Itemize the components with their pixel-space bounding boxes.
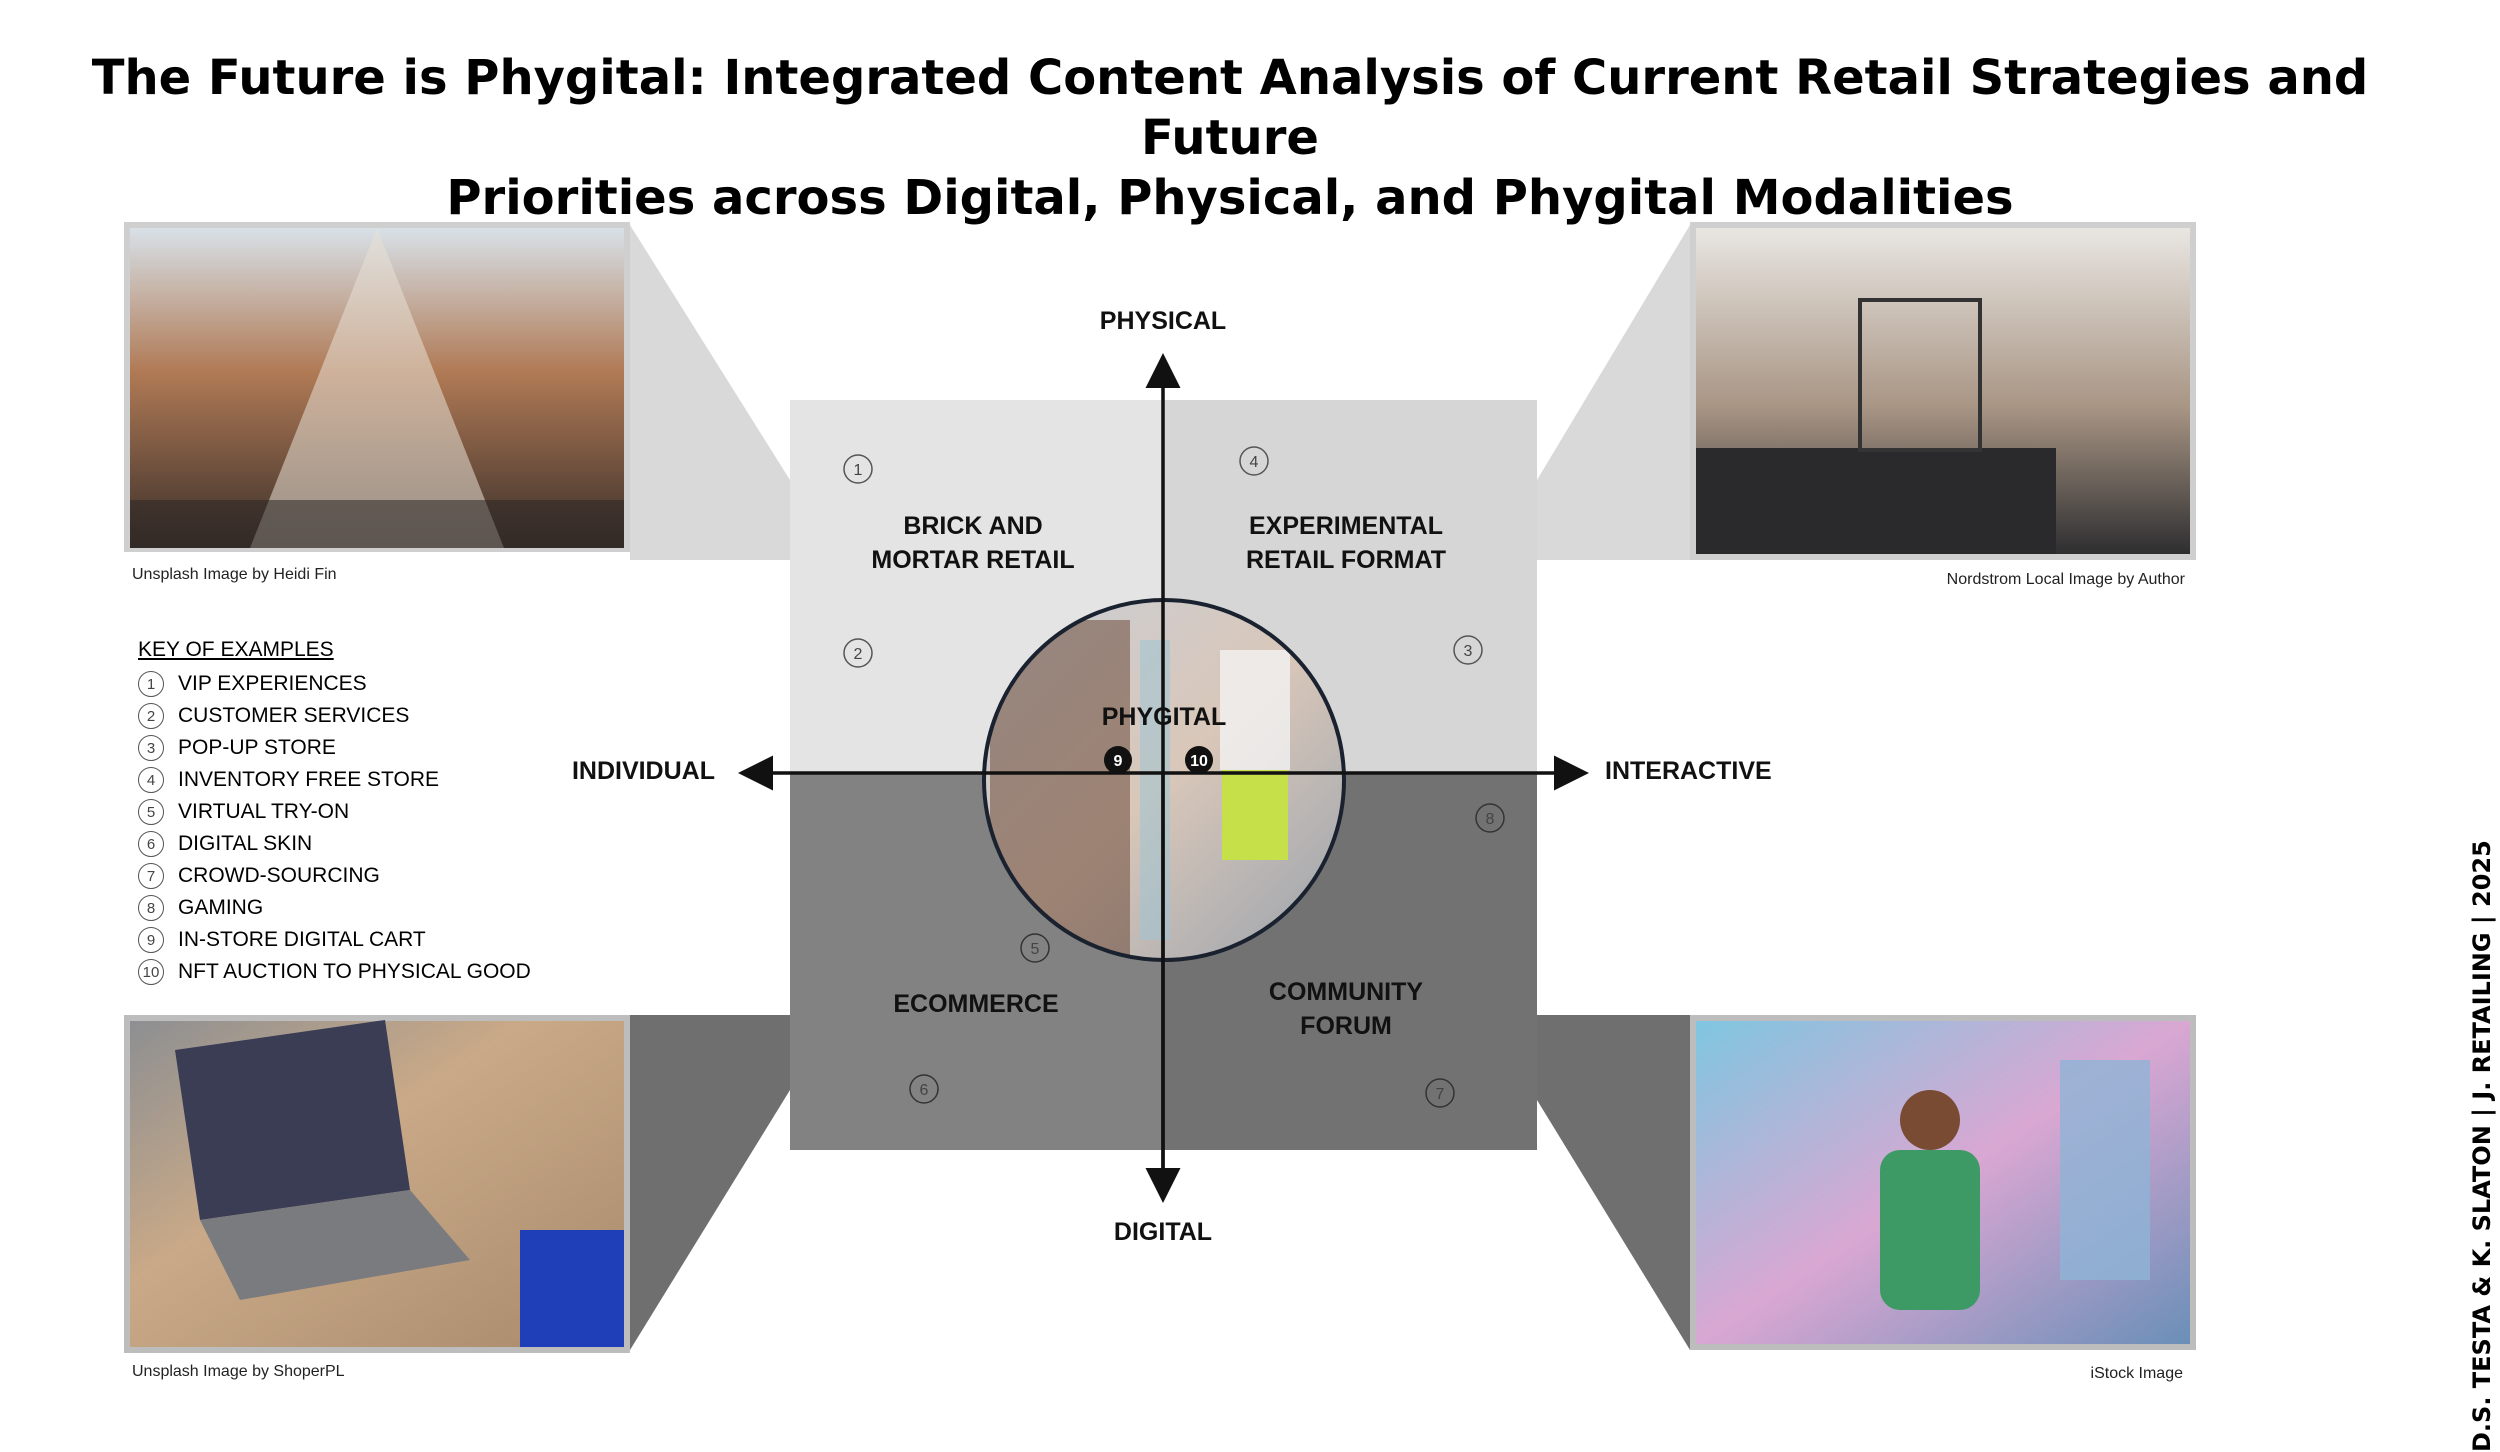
quadrant-label-brick-line1: BRICK AND (903, 512, 1042, 540)
key-number: 8 (138, 895, 164, 921)
key-label: IN-STORE DIGITAL CART (178, 928, 426, 951)
svg-text:3: 3 (1464, 643, 1473, 660)
marker-1: 1 (843, 454, 873, 484)
credit-top-right: Nordstrom Local Image by Author (1947, 571, 2186, 588)
key-item: 8 GAMING (138, 892, 598, 924)
axis-label-physical: PHYSICAL (1100, 307, 1226, 335)
marker-2: 2 (843, 638, 873, 668)
page-title: The Future is Phygital: Integrated Conte… (0, 48, 2460, 228)
svg-text:4: 4 (1250, 454, 1259, 471)
axis-label-digital: DIGITAL (1114, 1218, 1212, 1246)
key-number: 1 (138, 671, 164, 697)
key-title: KEY OF EXAMPLES (138, 638, 334, 661)
key-item: 6 DIGITAL SKIN (138, 828, 598, 860)
key-number: 6 (138, 831, 164, 857)
marker-10: 10 (1185, 746, 1213, 774)
marker-7: 7 (1425, 1078, 1455, 1108)
key-label: NFT AUCTION TO PHYSICAL GOOD (178, 960, 531, 983)
key-item: 1 VIP EXPERIENCES (138, 668, 598, 700)
marker-4: 4 (1239, 446, 1269, 476)
marker-3: 3 (1453, 635, 1483, 665)
key-label: DIGITAL SKIN (178, 832, 313, 855)
wedge-bottom-left (630, 1015, 790, 1350)
key-label: POP-UP STORE (178, 736, 336, 759)
key-label: CROWD-SOURCING (178, 864, 380, 887)
wedge-bottom-right (1537, 1015, 1690, 1350)
svg-text:6: 6 (920, 1082, 929, 1099)
key-item: 10 NFT AUCTION TO PHYSICAL GOOD (138, 956, 598, 988)
key-item: 7 CROWD-SOURCING (138, 860, 598, 892)
photo-laptop-shopping (124, 1015, 630, 1353)
key-list: 1 VIP EXPERIENCES 2 CUSTOMER SERVICES 3 POP… (138, 668, 598, 988)
marker-5: 5 (1020, 933, 1050, 963)
key-label: VIP EXPERIENCES (178, 672, 367, 695)
svg-text:7: 7 (1436, 1086, 1445, 1103)
quadrant-label-ecommerce: ECOMMERCE (893, 990, 1058, 1018)
key-number: 3 (138, 735, 164, 761)
key-label: GAMING (178, 896, 264, 919)
key-number: 7 (138, 863, 164, 889)
wedge-top-left (630, 225, 790, 560)
credit-bottom-right: iStock Image (2091, 1365, 2184, 1382)
key-item: 4 INVENTORY FREE STORE (138, 764, 598, 796)
quadrant-label-community-line1: COMMUNITY (1269, 978, 1423, 1006)
key-item: 2 CUSTOMER SERVICES (138, 700, 598, 732)
svg-text:10: 10 (1190, 753, 1208, 770)
title-line-1: The Future is Phygital: Integrated Conte… (91, 50, 2369, 166)
key-number: 4 (138, 767, 164, 793)
svg-text:2: 2 (854, 646, 863, 663)
title-line-2: Priorities across Digital, Physical, and… (446, 170, 2014, 226)
quadrant-label-experimental-line1: EXPERIMENTAL (1249, 512, 1443, 540)
key-label: INVENTORY FREE STORE (178, 768, 440, 791)
quadrant-label-community-line2: FORUM (1300, 1012, 1392, 1040)
marker-9: 9 (1104, 746, 1132, 774)
svg-text:1: 1 (854, 462, 863, 479)
svg-text:5: 5 (1031, 941, 1040, 958)
marker-8: 8 (1475, 803, 1505, 833)
photo-metaverse-avatar (1690, 1015, 2196, 1350)
key-label: CUSTOMER SERVICES (178, 704, 410, 727)
wedge-top-right (1537, 225, 1690, 560)
marker-6: 6 (909, 1074, 939, 1104)
key-number: 9 (138, 927, 164, 953)
key-item: 9 IN-STORE DIGITAL CART (138, 924, 598, 956)
key-of-examples: KEY OF EXAMPLES 1 VIP EXPERIENCES 2 CUSTOM… (138, 636, 598, 988)
credit-bottom-left: Unsplash Image by ShoperPL (132, 1363, 345, 1380)
quadrant-label-experimental-line2: RETAIL FORMAT (1246, 546, 1446, 574)
svg-text:9: 9 (1114, 753, 1123, 770)
key-label: VIRTUAL TRY-ON (178, 800, 350, 823)
vertical-author-credit: D.S. TESTA & K. SLATON | J. RETAILING | … (2468, 840, 2496, 1452)
key-number: 10 (138, 959, 164, 985)
key-number: 2 (138, 703, 164, 729)
photo-nordstrom-local-store (1690, 222, 2196, 560)
quadrant-label-brick-line2: MORTAR RETAIL (871, 546, 1074, 574)
photo-shopping-arcade (124, 222, 630, 552)
key-item: 5 VIRTUAL TRY-ON (138, 796, 598, 828)
axis-label-individual: INDIVIDUAL (572, 757, 715, 785)
phygital-label: PHYGITAL (1102, 703, 1227, 731)
svg-text:8: 8 (1486, 811, 1495, 828)
axis-label-interactive: INTERACTIVE (1605, 757, 1772, 785)
credit-top-left: Unsplash Image by Heidi Fin (132, 566, 337, 583)
key-item: 3 POP-UP STORE (138, 732, 598, 764)
key-number: 5 (138, 799, 164, 825)
